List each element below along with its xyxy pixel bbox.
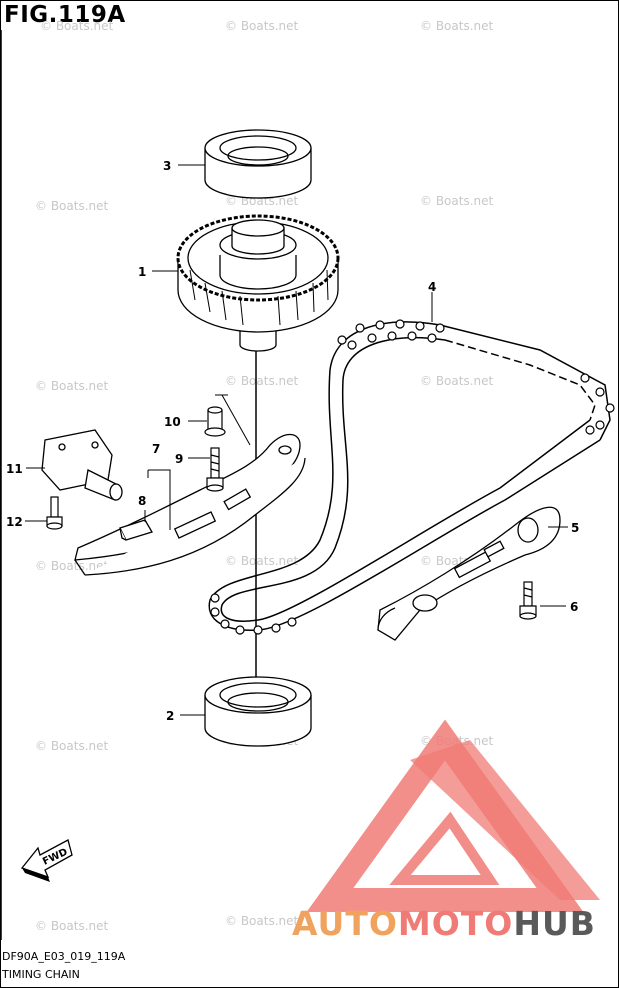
callout-10: 10 — [164, 415, 181, 429]
watermark: © Boats.net — [225, 19, 299, 33]
watermark: © Boats.net — [420, 374, 494, 388]
callout-9: 9 — [175, 452, 183, 466]
leader-lines — [25, 164, 568, 716]
crank-sprocket — [176, 214, 340, 352]
watermark: © Boats.net — [35, 559, 109, 573]
callout-11: 11 — [6, 462, 23, 476]
figure-caption: TIMING CHAIN — [2, 968, 80, 981]
figure-title: FIG.119A — [4, 2, 126, 28]
watermark: © Boats.net — [225, 914, 299, 928]
watermark: © Boats.net — [420, 19, 494, 33]
figure-code: DF90A_E03_019_119A — [2, 950, 126, 963]
timing-chain — [208, 319, 615, 635]
callout-12: 12 — [6, 515, 23, 529]
watermark: © Boats.net — [225, 374, 299, 388]
brand-part-hub: HUB — [513, 904, 596, 943]
watermark: © Boats.net — [420, 194, 494, 208]
watermark: © Boats.net — [35, 919, 109, 933]
brand-logo-icon — [306, 719, 600, 912]
callout-1: 1 — [138, 265, 146, 279]
callout-5: 5 — [571, 521, 579, 535]
brand-wordmark: AUTOMOTOHUB — [292, 904, 596, 943]
bolt-9 — [206, 447, 224, 492]
callout-6: 6 — [570, 600, 578, 614]
callout-3: 3 — [163, 159, 171, 173]
brand-part-auto: AUTO — [292, 904, 398, 943]
watermark: © Boats.net — [35, 199, 109, 213]
chain-tensioner — [41, 429, 123, 501]
watermark: © Boats.net — [40, 19, 114, 33]
lower-bearing — [204, 676, 312, 747]
bolt-6 — [519, 581, 537, 620]
upper-bearing — [204, 129, 312, 199]
callout-4: 4 — [428, 280, 436, 294]
brand-part-moto: MOTO — [397, 904, 514, 943]
bolt-12 — [46, 496, 63, 530]
watermark: © Boats.net — [225, 554, 299, 568]
fwd-arrow-icon: FWD — [20, 839, 73, 882]
guide-pin-block — [119, 519, 153, 541]
callout-8: 8 — [138, 494, 146, 508]
tension-guide — [377, 506, 561, 641]
callout-7: 7 — [152, 442, 160, 456]
sleeve-bolt-10 — [204, 406, 226, 437]
watermark: © Boats.net — [35, 379, 109, 393]
watermark: © Boats.net — [35, 739, 109, 753]
callout-2: 2 — [166, 709, 174, 723]
